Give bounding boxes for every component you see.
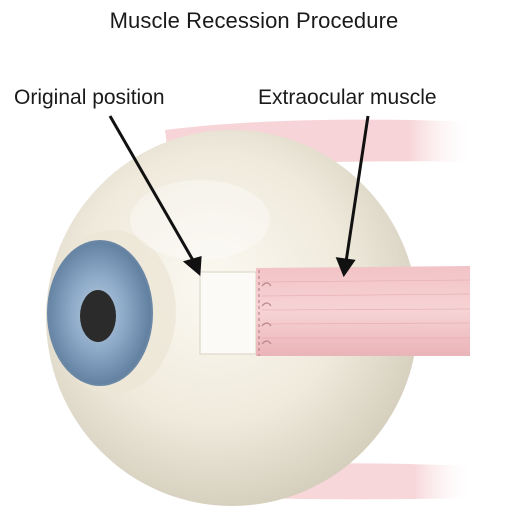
label-original-position: Original position — [14, 86, 165, 110]
original-insertion-site — [200, 272, 256, 354]
eye-highlight — [130, 180, 270, 260]
label-extraocular-muscle: Extraocular muscle — [258, 86, 437, 110]
diagram-title: Muscle Recession Procedure — [0, 8, 508, 34]
extraocular-muscle — [256, 266, 470, 356]
pupil — [80, 290, 116, 342]
